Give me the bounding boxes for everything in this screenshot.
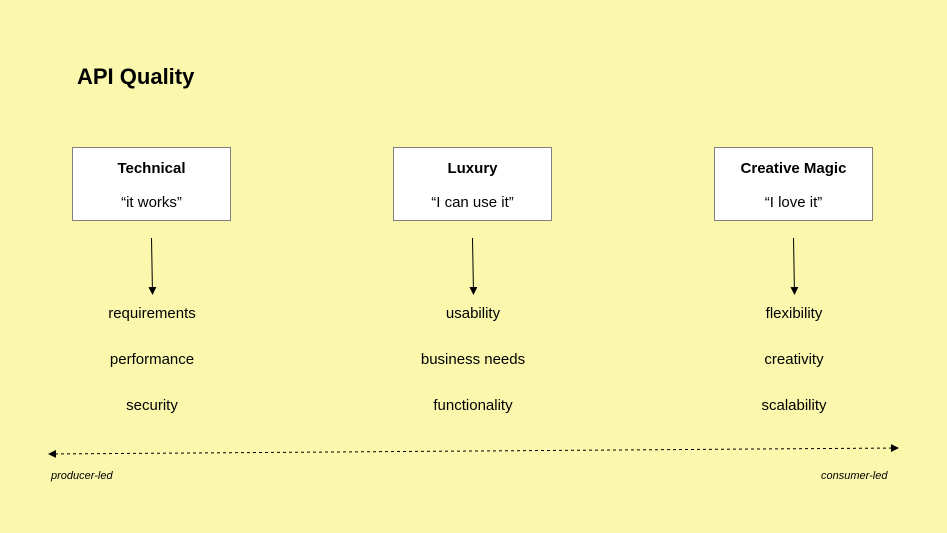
list-item: scalability	[761, 397, 827, 414]
list-item: flexibility	[765, 305, 823, 322]
list-item: functionality	[433, 397, 513, 414]
box-quote: “I can use it”	[431, 194, 514, 211]
down-arrow-technical	[148, 237, 157, 295]
box-creative-magic: Creative Magic “I love it”	[714, 147, 873, 221]
box-technical: Technical “it works”	[72, 147, 231, 221]
axis-label-producer-led: producer-led	[51, 470, 113, 482]
list-item: requirements	[108, 305, 196, 322]
box-quote: “I love it”	[764, 194, 823, 211]
box-title: Luxury	[447, 160, 498, 177]
list-item: performance	[109, 351, 195, 368]
box-title: Technical	[117, 160, 186, 177]
box-title: Creative Magic	[740, 160, 847, 177]
box-quote: “it works”	[121, 194, 182, 211]
spectrum-axis-arrow	[48, 444, 899, 458]
list-item: business needs	[420, 351, 526, 368]
list-item: security	[126, 397, 178, 414]
page-title: API Quality	[77, 64, 195, 89]
box-luxury: Luxury “I can use it”	[393, 147, 552, 221]
list-creative-magic: flexibility creativity scalability	[694, 305, 894, 443]
down-arrow-creative-magic	[790, 237, 799, 295]
down-arrow-luxury	[469, 237, 478, 295]
list-technical: requirements performance security	[52, 305, 252, 443]
list-luxury: usability business needs functionality	[373, 305, 573, 443]
list-item: usability	[445, 305, 501, 322]
list-item: creativity	[764, 351, 824, 368]
axis-label-consumer-led: consumer-led	[821, 470, 888, 482]
